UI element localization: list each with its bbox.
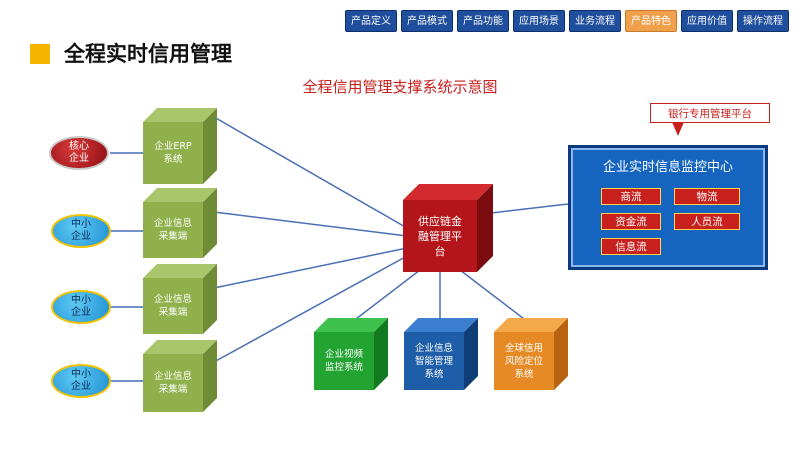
- tab-product-function[interactable]: 产品功能: [457, 10, 509, 32]
- monitoring-center-title: 企业实时信息监控中心: [602, 160, 733, 175]
- global-credit-risk-cube: 全球信用 风险定位 系统: [494, 318, 568, 390]
- flow-logistics: 物流: [674, 188, 740, 205]
- flow-commerce: 商流: [601, 188, 661, 205]
- flow-personnel: 人员流: [674, 213, 740, 230]
- bank-platform-label: 银行专用管理平台: [650, 103, 770, 123]
- line-platform-to-video: [351, 269, 421, 323]
- line-platform-to-monitor: [490, 203, 569, 214]
- line-collector2-to-platform: [213, 247, 408, 289]
- tab-product-features[interactable]: 产品特色: [625, 10, 677, 32]
- collector-label-3: 企业信息 采集端: [153, 371, 192, 395]
- platform-label: 供应链金 融管理平 台: [418, 214, 462, 258]
- collector-label-1: 企业信息 采集端: [153, 218, 192, 242]
- tab-application-scenario[interactable]: 应用场景: [513, 10, 565, 32]
- top-nav: 产品定义 产品模式 产品功能 应用场景 业务流程 产品特色 应用价值 操作流程: [345, 10, 789, 32]
- tab-business-process[interactable]: 业务流程: [569, 10, 621, 32]
- flow-capital: 资金流: [601, 213, 661, 230]
- tab-application-value[interactable]: 应用价值: [681, 10, 733, 32]
- collector-cube-1: 企业信息 采集端: [143, 188, 217, 258]
- video-monitoring-cube: 企业视频 监控系统: [314, 318, 388, 390]
- line-erp-to-platform: [213, 116, 408, 229]
- erp-system-label: 企业ERP 系统: [154, 141, 192, 165]
- collector-cube-3: 企业信息 采集端: [143, 340, 217, 412]
- flow-information: 信息流: [601, 238, 661, 255]
- sme-node-3: 中小 企业: [51, 364, 111, 398]
- line-platform-to-global: [459, 269, 529, 323]
- platform-cube: 供应链金 融管理平 台: [403, 184, 493, 272]
- tab-operation-process[interactable]: 操作流程: [737, 10, 789, 32]
- bank-label-pointer: [672, 122, 684, 136]
- line-collector1-to-platform: [213, 211, 408, 237]
- sme-node-1: 中小 企业: [51, 214, 111, 248]
- core-enterprise-label: 核心 企业: [69, 141, 89, 164]
- sme-node-2: 中小 企业: [51, 290, 111, 324]
- global-credit-risk-label: 全球信用 风险定位 系统: [504, 342, 543, 380]
- sme-label-1: 中小 企业: [71, 219, 91, 242]
- line-collector3-to-platform: [213, 255, 408, 363]
- page-title: 全程实时信用管理: [64, 42, 232, 66]
- erp-system-cube: 企业ERP 系统: [143, 108, 217, 184]
- core-enterprise-node: 核心 企业: [49, 136, 109, 170]
- title-bullet-square: [30, 44, 50, 64]
- collector-label-2: 企业信息 采集端: [153, 294, 192, 318]
- intelligent-management-cube: 企业信息 智能管理 系统: [404, 318, 478, 390]
- collector-cube-2: 企业信息 采集端: [143, 264, 217, 334]
- intelligent-management-label: 企业信息 智能管理 系统: [414, 342, 453, 380]
- tab-product-model[interactable]: 产品模式: [401, 10, 453, 32]
- tab-product-definition[interactable]: 产品定义: [345, 10, 397, 32]
- sme-label-2: 中小 企业: [71, 295, 91, 318]
- video-monitoring-label: 企业视频 监控系统: [324, 349, 363, 373]
- diagram-title: 全程信用管理支撑系统示意图: [302, 78, 498, 96]
- sme-label-3: 中小 企业: [71, 369, 91, 392]
- monitoring-center-panel: 企业实时信息监控中心 商流 物流 资金流 人员流 信息流: [568, 145, 768, 270]
